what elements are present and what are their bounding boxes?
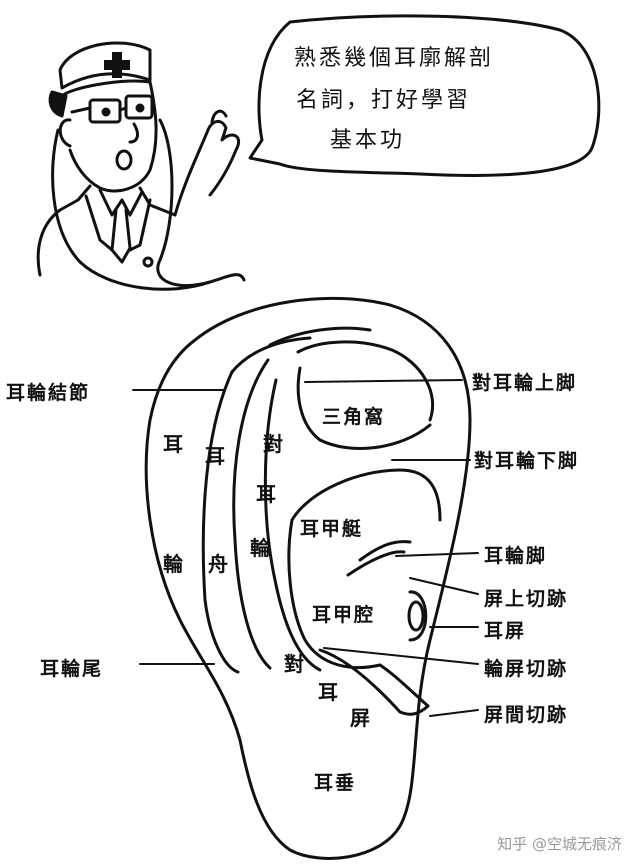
tragus-shape	[409, 602, 423, 630]
label-helix-char-1: 耳	[163, 428, 183, 457]
label-supratragic-notch: 屏上切跡	[484, 584, 568, 611]
label-helix-node: 耳輪結節	[6, 378, 90, 405]
label-scapha-char-1: 耳	[205, 440, 225, 469]
label-helix-char-2: 輪	[163, 548, 183, 577]
leader-helix-crus	[396, 553, 478, 556]
label-antitragus-char-3: 屏	[350, 702, 370, 731]
label-antitragus-char-1: 對	[284, 648, 304, 677]
label-cavum-conchae: 耳甲腔	[312, 600, 375, 627]
label-antihelix-char-1: 對	[263, 428, 283, 457]
leader-antitragic	[324, 648, 478, 664]
doctor-illustration	[38, 43, 244, 289]
label-antihelix-char-3: 輪	[250, 532, 270, 561]
watermark: 知乎 @空城无痕济	[497, 833, 622, 854]
bubble-line-1: 熟悉幾個耳廓解剖	[294, 40, 494, 72]
label-antitragus-char-2: 耳	[318, 676, 338, 705]
label-scapha-char-2: 舟	[208, 548, 228, 577]
label-earlobe: 耳垂	[314, 768, 356, 795]
label-antihelix-upper-crus: 對耳輪上脚	[472, 368, 577, 395]
bubble-line-2: 名詞，打好學習	[296, 82, 471, 114]
label-helix-crus: 耳輪脚	[484, 541, 547, 568]
label-intertragic-notch: 屏間切跡	[484, 700, 568, 727]
bubble-line-3: 基本功	[330, 122, 405, 154]
leader-lines	[133, 380, 478, 716]
label-antitragic-notch: 輪屏切跡	[484, 654, 568, 681]
label-antihelix-char-2: 耳	[256, 478, 276, 507]
leader-upper-crus	[305, 380, 462, 382]
leader-intertragic	[430, 710, 478, 716]
label-antihelix-lower-crus: 對耳輪下脚	[474, 446, 579, 473]
label-cymba-conchae: 耳甲艇	[300, 514, 363, 541]
label-triangular-fossa: 三角窩	[322, 402, 385, 429]
label-helix-tail: 耳輪尾	[40, 654, 103, 681]
label-tragus: 耳屏	[484, 616, 526, 643]
